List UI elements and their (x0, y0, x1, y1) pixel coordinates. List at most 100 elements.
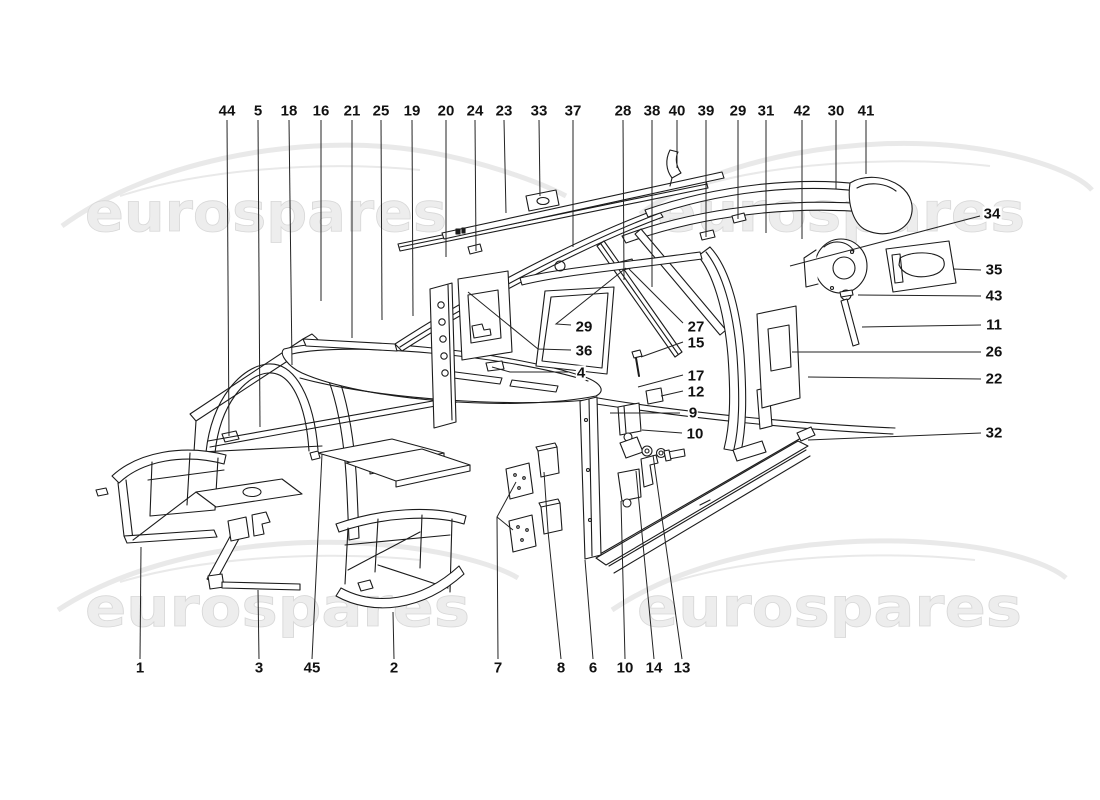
part-number-label: 3 (253, 659, 265, 677)
leader-line (807, 432, 982, 441)
part-number-label: 11 (985, 316, 1003, 334)
leader-line (857, 294, 982, 297)
floor-panels (310, 439, 470, 487)
part-number-label: 5 (252, 102, 264, 120)
part-number-label: 32 (984, 424, 1004, 442)
part-number-label: 29 (728, 102, 748, 120)
part-number-label: 2 (388, 659, 400, 677)
leader-line (257, 119, 261, 428)
part-number-label: 10 (615, 659, 635, 677)
part-number-label: 16 (311, 102, 331, 120)
leader-line (257, 589, 260, 660)
part-number-label: 18 (279, 102, 299, 120)
fuel-filler-housing (804, 239, 867, 293)
part-number-label: 38 (642, 102, 662, 120)
c-pillar (698, 247, 772, 461)
leader-line (474, 119, 477, 252)
part-number-label: 34 (982, 205, 1002, 223)
leader-line (807, 376, 982, 380)
quarter-window-surround-plate (458, 271, 512, 360)
part-number-label: 29 (574, 318, 594, 336)
part-number-label: 30 (826, 102, 846, 120)
leader-line (226, 119, 230, 437)
door-hinge-pillar-plate (430, 283, 456, 428)
part-number-label: 13 (672, 659, 692, 677)
leader-line (496, 481, 517, 660)
part-number-label: 43 (984, 287, 1004, 305)
part-number-label: 15 (686, 334, 706, 352)
hinge-pillar-channel (580, 397, 601, 559)
leader-line (622, 119, 625, 281)
leader-line (641, 429, 683, 434)
part-number-label: 35 (984, 261, 1004, 279)
part-number-label: 33 (529, 102, 549, 120)
part-number-label: 25 (371, 102, 391, 120)
part-number-label: 23 (494, 102, 514, 120)
part-number-label: 24 (465, 102, 485, 120)
leader-line (496, 516, 514, 531)
part-number-label: 39 (696, 102, 716, 120)
leader-line (392, 611, 395, 660)
part-number-label: 40 (667, 102, 687, 120)
part-number-label: 42 (792, 102, 812, 120)
diagonal-strut-and-rod (207, 517, 300, 590)
part-number-label: 26 (984, 343, 1004, 361)
leader-line (311, 453, 323, 660)
rear-quarter-inner-panel (757, 306, 800, 408)
leader-line (652, 454, 683, 660)
leader-line (620, 500, 626, 660)
part-number-label: 27 (686, 318, 706, 336)
part-number-label: 6 (587, 659, 599, 677)
leader-line (139, 546, 142, 660)
part-number-label: 22 (984, 370, 1004, 388)
part-number-label: 12 (686, 383, 706, 401)
leader-line (789, 215, 981, 267)
filler-tube (841, 299, 859, 346)
part-number-label: 36 (574, 342, 594, 360)
part-number-label: 41 (856, 102, 876, 120)
rear-corner-trim (849, 177, 912, 233)
leader-line (584, 559, 594, 660)
part-number-label: 19 (402, 102, 422, 120)
leader-line (491, 366, 568, 373)
watermark-text: eurospares (637, 576, 1022, 639)
leader-line (288, 119, 293, 366)
part-number-label: 37 (563, 102, 583, 120)
sill-rail (596, 427, 815, 573)
leader-line (628, 268, 684, 324)
part-number-label: 14 (644, 659, 664, 677)
leader-line (861, 324, 982, 328)
part-number-label: 17 (686, 367, 706, 385)
part-number-label: 10 (685, 425, 705, 443)
part-number-label: 28 (613, 102, 633, 120)
leader-line (503, 119, 507, 214)
rear-roof-rails (622, 150, 870, 243)
leader-line (635, 470, 655, 660)
front-frame-assembly (96, 450, 302, 543)
part-number-label: 20 (436, 102, 456, 120)
leader-line (640, 341, 684, 358)
part-number-label: 8 (555, 659, 567, 677)
mounting-pads (506, 463, 536, 552)
leader-line (637, 374, 684, 388)
watermark-text: eurospares (85, 181, 447, 244)
part-number-label: 1 (134, 659, 146, 677)
leader-line (554, 267, 627, 326)
leader-line (660, 390, 684, 397)
leader-line (467, 291, 572, 351)
part-number-label: 7 (492, 659, 504, 677)
part-number-label: 21 (342, 102, 362, 120)
mounting-brackets (536, 443, 562, 534)
part-number-label: 31 (756, 102, 776, 120)
part-number-label: 44 (217, 102, 237, 120)
part-number-label: 45 (302, 659, 322, 677)
leader-line (380, 119, 383, 321)
leader-line (543, 471, 562, 660)
leader-line (538, 119, 541, 197)
leader-line (411, 119, 414, 317)
rear-frame-assembly (336, 509, 466, 607)
door-hinges-and-fasteners (618, 350, 685, 507)
